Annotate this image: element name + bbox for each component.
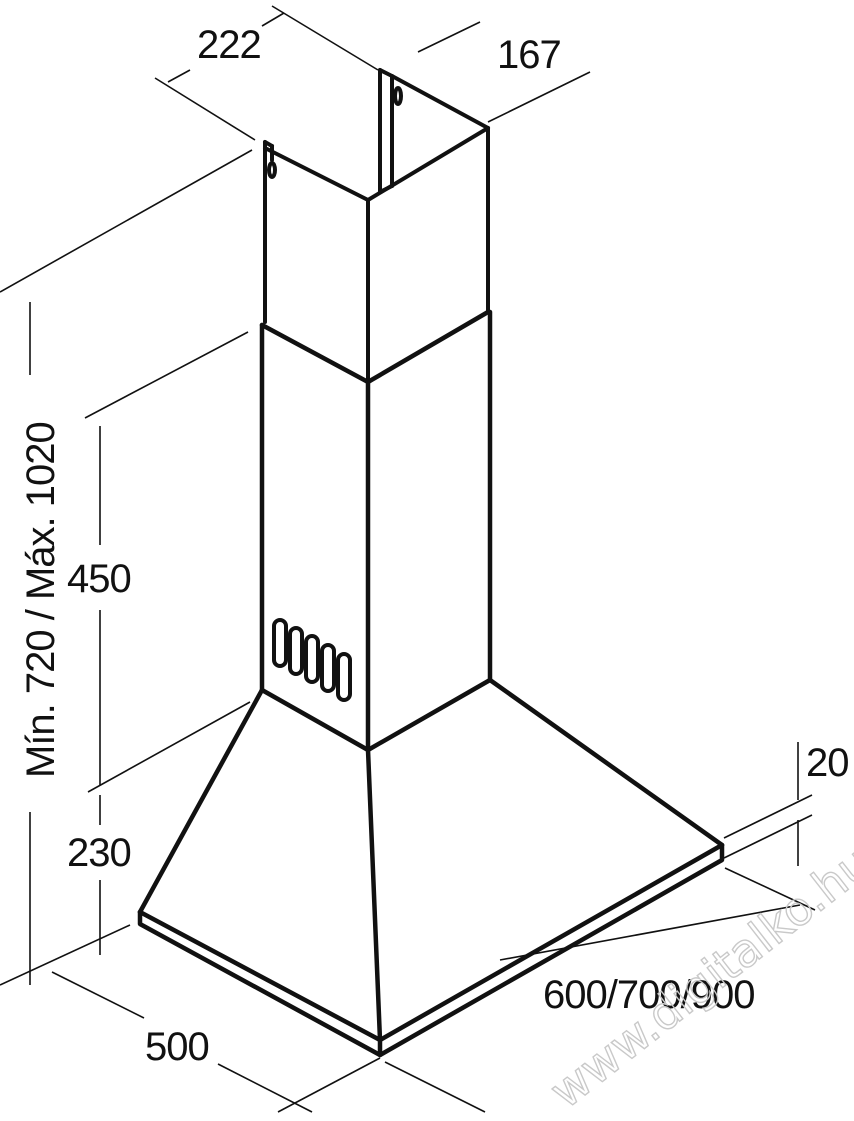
canopy-right-slope bbox=[487, 677, 725, 848]
hood-drawing bbox=[137, 68, 725, 1058]
dim-total-ext-top bbox=[0, 149, 253, 293]
dim-total-ext-bottom bbox=[0, 924, 131, 986]
dim-450-ext-top bbox=[84, 331, 249, 419]
label-canopy-width: 600/700/900 bbox=[543, 973, 754, 1017]
lower-chimney-top bbox=[259, 309, 491, 385]
dim-width-line bbox=[499, 904, 801, 961]
dim-222-line-a bbox=[167, 69, 191, 83]
dim-222-ext-left bbox=[154, 77, 256, 141]
dimension-labels: 222 167 Mín. 720 / Máx. 1020 450 230 500… bbox=[19, 23, 850, 1069]
lower-chimney bbox=[259, 309, 493, 753]
label-edge-thickness: 20 bbox=[806, 741, 849, 785]
vent-slot bbox=[304, 634, 320, 684]
label-total-height: Mín. 720 / Máx. 1020 bbox=[19, 422, 63, 778]
label-chimney-width: 222 bbox=[197, 23, 261, 67]
dim-450-ext-bottom bbox=[87, 701, 251, 793]
dim-width-ext-right bbox=[724, 867, 816, 911]
canopy-left-slope bbox=[137, 687, 265, 915]
lower-chimney-bottom bbox=[259, 677, 493, 753]
dim-500-ext bbox=[277, 1057, 381, 1113]
dim-500-line-a bbox=[51, 971, 145, 1019]
dim-222-line-b bbox=[261, 12, 285, 27]
canopy bbox=[137, 677, 725, 1058]
label-chimney-depth: 167 bbox=[497, 33, 561, 77]
upper-chimney-top-left bbox=[263, 146, 370, 202]
vent-slot bbox=[320, 643, 336, 693]
vent-slots bbox=[272, 618, 352, 702]
dimension-lines bbox=[0, 5, 816, 1113]
upper-chimney-back-join bbox=[378, 184, 394, 194]
screw-hole-right bbox=[393, 86, 403, 106]
dim-167-ext bbox=[417, 21, 481, 53]
dim-222-ext-right bbox=[271, 5, 379, 71]
label-upper-height: 450 bbox=[67, 557, 131, 601]
dim-167-line bbox=[487, 71, 591, 123]
dim-20-ext-top bbox=[723, 794, 813, 839]
label-canopy-depth: 500 bbox=[145, 1025, 209, 1069]
vent-slot bbox=[288, 626, 304, 676]
canopy-front-slope bbox=[365, 747, 383, 1043]
dim-width-ext-left bbox=[384, 1061, 486, 1113]
label-lower-height: 230 bbox=[67, 831, 131, 875]
screw-hole-left bbox=[267, 161, 277, 179]
dim-500-line-b bbox=[217, 1063, 313, 1113]
vent-slot bbox=[272, 618, 288, 668]
vent-slot bbox=[336, 652, 352, 702]
upper-chimney bbox=[263, 68, 490, 384]
